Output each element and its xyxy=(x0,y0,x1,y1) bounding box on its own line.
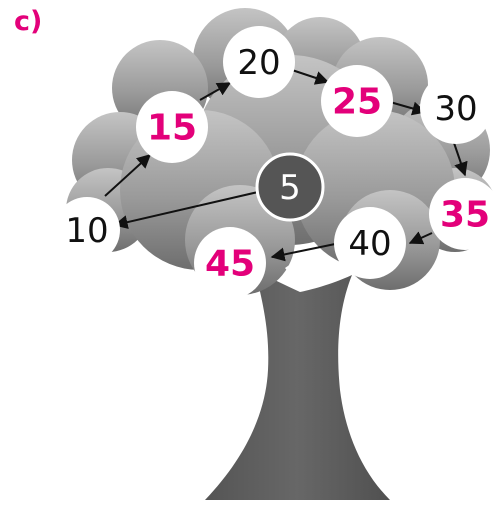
node-30-value: 30 xyxy=(434,89,477,129)
node-25-value: 25 xyxy=(332,82,382,123)
node-15-circle xyxy=(136,91,208,163)
arrow-35-to-40 xyxy=(408,231,433,245)
arrow-25-to-30 xyxy=(389,101,427,116)
node-5-value: 5 xyxy=(279,168,301,208)
arrow-30-to-35 xyxy=(452,139,468,177)
node-10-circle xyxy=(54,197,120,263)
arrow-15-to-20 xyxy=(199,82,232,101)
node-45-circle xyxy=(194,227,266,299)
branch-gap xyxy=(285,252,322,288)
node-45-value: 45 xyxy=(205,244,255,285)
tree-trunk xyxy=(205,270,390,500)
node-15-value: 15 xyxy=(147,108,197,149)
arrow-20-to-25 xyxy=(291,69,330,85)
node-20-value: 20 xyxy=(237,43,280,83)
node-5-circle xyxy=(255,152,325,222)
arrow-5-to-10 xyxy=(113,191,259,229)
node-40-value: 40 xyxy=(348,224,391,264)
arrow-10-to-15 xyxy=(104,154,152,197)
exercise-label: c) xyxy=(14,6,43,37)
arrow-layer xyxy=(104,69,468,262)
node-40-circle xyxy=(334,207,406,279)
node-30-circle xyxy=(420,72,492,144)
node-35-value: 35 xyxy=(440,195,490,236)
arrow-40-to-45 xyxy=(270,242,341,262)
node-10-value: 10 xyxy=(65,211,108,251)
node-20-circle xyxy=(223,26,295,98)
node-35-circle xyxy=(429,178,500,250)
node-25-circle xyxy=(321,65,393,137)
